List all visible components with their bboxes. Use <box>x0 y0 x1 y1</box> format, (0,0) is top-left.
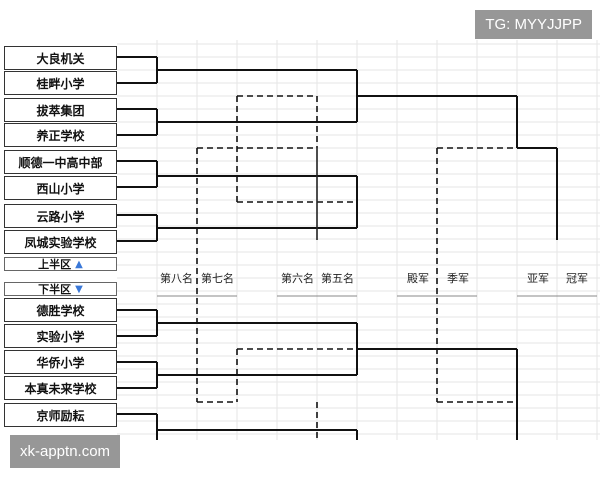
team-slot: 凤城实验学校 <box>4 230 117 254</box>
arrow-down-icon: ▼ <box>75 283 83 295</box>
place-label-first: 冠军 <box>566 272 588 285</box>
watermark-site: xk-apptn.com <box>10 435 121 468</box>
team-slot: 西山小学 <box>4 176 117 200</box>
team-slot: 顺德一中高中部 <box>4 150 117 174</box>
team-slot: 德胜学校 <box>4 298 117 322</box>
place-label-second: 亚军 <box>527 272 549 285</box>
lower-half-label: 下半区 ▼ <box>4 282 117 296</box>
team-slot: 本真未来学校 <box>4 376 117 400</box>
place-label-third: 季军 <box>447 272 469 285</box>
team-slot: 桂畔小学 <box>4 71 117 95</box>
watermark-tg: TG: MYYJJPP <box>475 10 592 39</box>
place-label-sixth: 第六名 <box>281 272 314 285</box>
place-label-eighth: 第八名 <box>160 272 193 285</box>
team-slot: 京师励耘 <box>4 403 117 427</box>
place-label-fourth: 殿军 <box>407 272 429 285</box>
team-slot: 云路小学 <box>4 204 117 228</box>
team-slot: 大良机关 <box>4 46 117 70</box>
place-label-fifth: 第五名 <box>321 272 354 285</box>
team-slot: 拔萃集团 <box>4 98 117 122</box>
place-label-seventh: 第七名 <box>201 272 234 285</box>
upper-half-text: 上半区 <box>38 258 72 271</box>
lower-half-text: 下半区 <box>38 283 72 296</box>
team-slot: 华侨小学 <box>4 350 117 374</box>
arrow-up-icon: ▲ <box>75 258 83 270</box>
team-slot: 实验小学 <box>4 324 117 348</box>
upper-half-label: 上半区 ▲ <box>4 257 117 271</box>
team-slot: 养正学校 <box>4 123 117 147</box>
